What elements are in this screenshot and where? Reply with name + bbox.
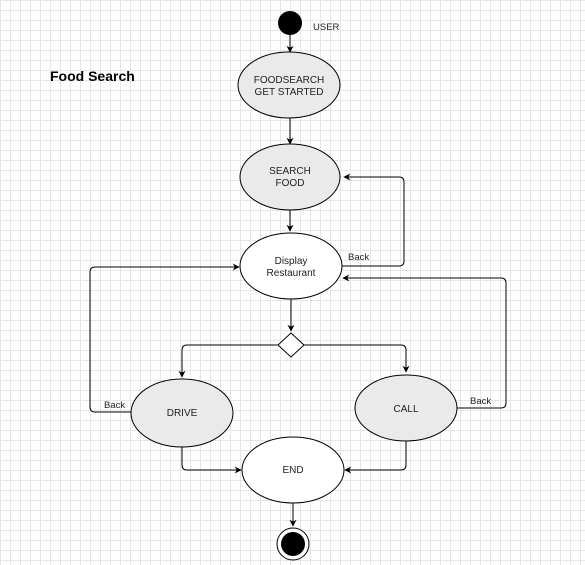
state-end-shape (241, 436, 345, 504)
final-node-inner-dot (281, 532, 305, 556)
state-search-food-line1: SEARCH (269, 166, 311, 177)
state-foodsearch-line1: FOODSEARCH (254, 75, 325, 86)
state-drive: DRIVE (130, 378, 234, 448)
edge-decision-to-drive (178, 344, 278, 378)
back-label-drive: Back (104, 400, 125, 411)
initial-node (278, 11, 302, 35)
state-display-restaurant-line2: Restaurant (267, 268, 316, 279)
state-foodsearch-shape (237, 51, 341, 119)
back-label-call: Back (470, 396, 491, 407)
back-label-search: Back (348, 252, 369, 263)
edge-drive-to-end (181, 447, 242, 474)
state-foodsearch-line2: GET STARTED (255, 87, 324, 98)
state-foodsearch-get-started: FOODSEARCH GET STARTED (237, 51, 341, 119)
state-search-food-shape (239, 143, 341, 211)
edge-call-back-to-display (342, 274, 507, 409)
edge-drive-back-to-display (89, 263, 240, 413)
diagram-title: Food Search (50, 68, 135, 84)
state-drive-shape (130, 378, 234, 448)
state-display-restaurant-shape (239, 232, 343, 300)
state-end-label: END (282, 465, 303, 476)
state-search-food: SEARCH FOOD (239, 143, 341, 211)
edge-display-back-to-search (342, 173, 405, 267)
edge-decision-to-call (304, 344, 410, 373)
state-call: CALL (354, 374, 458, 442)
state-display-restaurant: Display Restaurant (239, 232, 343, 300)
final-node (276, 527, 310, 561)
start-label: USER (313, 22, 340, 33)
state-call-label: CALL (393, 404, 418, 415)
state-end: END (241, 436, 345, 504)
state-display-restaurant-line1: Display (275, 256, 308, 267)
edge-call-to-end (344, 441, 407, 474)
state-call-shape (354, 374, 458, 442)
state-drive-label: DRIVE (167, 408, 198, 419)
state-search-food-line2: FOOD (276, 178, 305, 189)
decision-node (277, 332, 305, 358)
